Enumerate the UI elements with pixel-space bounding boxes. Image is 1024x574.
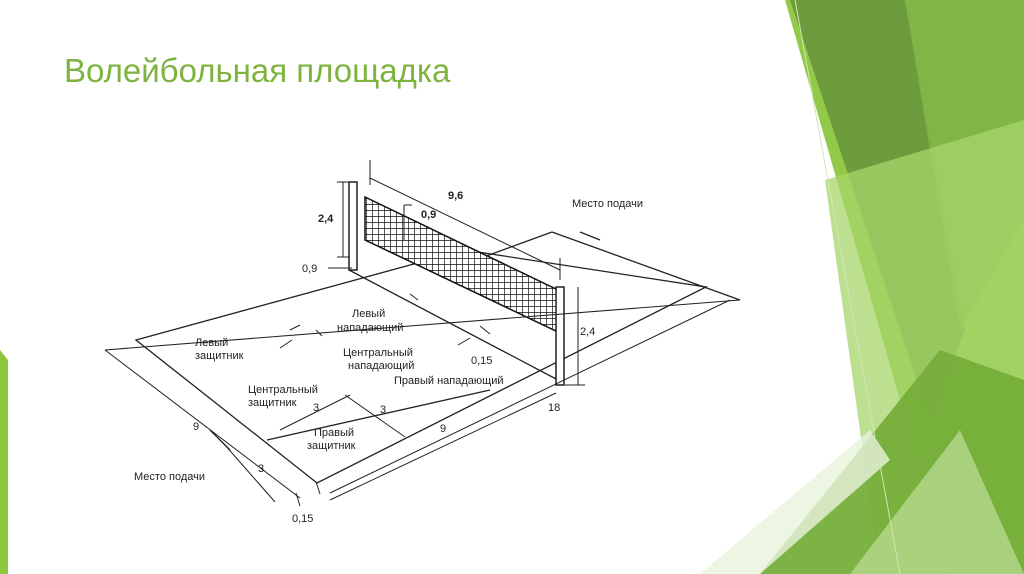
label-right-defender-2: защитник [307,440,356,452]
left-post [348,181,358,271]
dimension-lines [104,160,741,507]
label-left-defender-2: защитник [195,350,244,362]
court-lines [134,231,741,484]
label-dim-3-b: 3 [380,404,386,416]
label-half-length: 9 [440,423,446,435]
label-line-width-a: 0,15 [471,355,492,367]
far-baseline [551,231,741,301]
label-center-defender-1: Центральный [248,384,318,396]
attack-line [266,389,491,441]
label-right-post-height: 2,4 [580,326,595,338]
net [364,195,559,334]
label-court-width: 9 [193,421,199,433]
center-line [348,269,559,381]
page-title: Волейбольная площадка [64,52,451,89]
label-net-height: 2,4 [318,213,334,225]
label-left-defender-1: Левый [195,337,228,349]
label-net-length: 9,6 [448,190,463,202]
label-right-attacker: Правый нападающий [394,375,503,387]
court-outline [134,249,709,484]
dim-zone-a [279,394,351,431]
label-serve-zone-bottom: Место подачи [134,471,205,483]
label-dim-3-c: 3 [258,463,264,475]
label-post-offset: 0,9 [302,263,317,275]
label-right-defender-1: Правый [314,427,354,439]
dim-court-width [104,349,301,499]
label-dim-3-a: 3 [313,402,319,414]
facet-line [794,0,901,574]
dim-half-length [329,392,557,501]
label-left-attacker-2: нападающий [337,322,403,334]
serve-zone-line [579,231,601,241]
label-line-width-b: 0,15 [292,513,313,525]
dim-net-length [369,177,561,271]
label-left-attacker-1: Левый [352,308,385,320]
dim-serve-zone [224,444,276,503]
right-post [555,286,565,386]
label-court-length: 18 [548,402,560,414]
facet-left-sliver [0,350,8,574]
facet-shape [700,430,890,574]
label-serve-zone-top: Место подачи [572,198,643,210]
label-center-attacker-2: нападающий [348,360,414,372]
label-center-defender-2: защитник [248,397,297,409]
label-net-width: 0,9 [421,209,436,221]
label-center-attacker-1: Центральный [343,347,413,359]
dim-zone-b [344,394,406,438]
dim-court-length [104,299,741,351]
